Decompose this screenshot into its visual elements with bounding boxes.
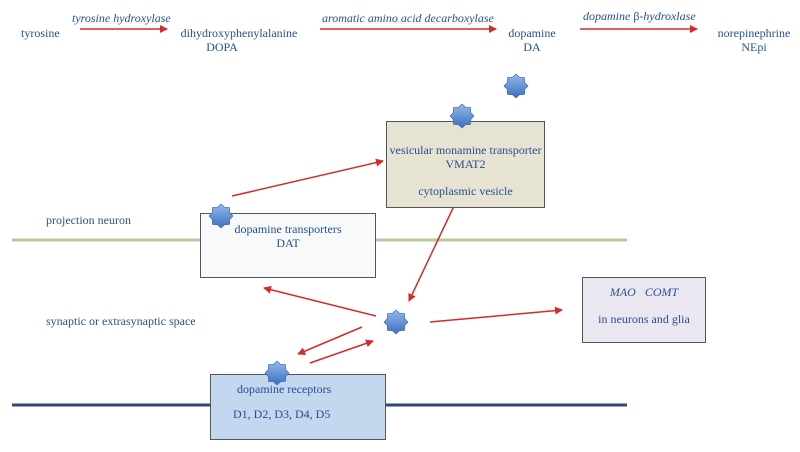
dbh-label: dopamine β-hydroxlase: [583, 9, 696, 23]
nepi-abbr-label: NEpi: [741, 40, 767, 54]
nepi-name-label: norepinephrine: [717, 26, 791, 40]
arrow-dat-to-vesicle: [231, 158, 384, 197]
dopa-name-label: dihydroxyphenylalanine: [180, 26, 298, 40]
aadc-label: aromatic amino acid decarboxylase: [322, 11, 494, 25]
enzyme-box-line2: in neurons and glia: [598, 312, 690, 326]
receptor-box-line1: dopamine receptors: [237, 382, 332, 396]
projection-neuron-label: projection neuron: [46, 213, 131, 227]
arrow-vesicle-to-synapse: [408, 205, 455, 302]
receptor-box: dopamine receptors D1, D2, D3, D4, D5: [210, 374, 386, 440]
arrow-receptor-to-synapse: [309, 339, 374, 364]
dbh-suffix: -hydroxlase: [639, 9, 696, 23]
dopamine-abbr-label: DA: [523, 40, 541, 54]
synaptic-space-label: synaptic or extrasynaptic space: [46, 314, 196, 328]
dbh-prefix: dopamine: [583, 9, 634, 23]
dat-box-line1: dopamine transporters: [234, 222, 342, 236]
arrow-synapse-to-dat: [263, 285, 377, 317]
vesicle-box-line3: cytoplasmic vesicle: [418, 184, 513, 198]
dat-box-line2: DAT: [276, 236, 300, 250]
dbh-beta: β: [633, 9, 640, 23]
enzyme-box-line1: MAO COMT: [609, 285, 679, 299]
arrow-synapse-to-enzymes: [429, 306, 563, 323]
tyrosine-hydroxylase-label: tyrosine hydroxylase: [72, 11, 171, 25]
arrow-synapse-to-receptor: [297, 326, 363, 355]
receptor-box-line2: D1, D2, D3, D4, D5: [233, 407, 331, 421]
vesicle-box: vesicular monamine transporter VMAT2 cyt…: [386, 121, 545, 208]
enzyme-box: MAO COMT in neurons and glia: [582, 277, 706, 343]
dopa-abbr-label: DOPA: [206, 40, 238, 54]
dopamine-name-label: dopamine: [508, 26, 556, 40]
dat-box: dopamine transporters DAT: [200, 213, 376, 278]
vesicle-box-line2: VMAT2: [445, 157, 486, 171]
tyrosine-label: tyrosine: [21, 26, 60, 40]
vesicle-box-line1: vesicular monamine transporter: [389, 143, 542, 157]
